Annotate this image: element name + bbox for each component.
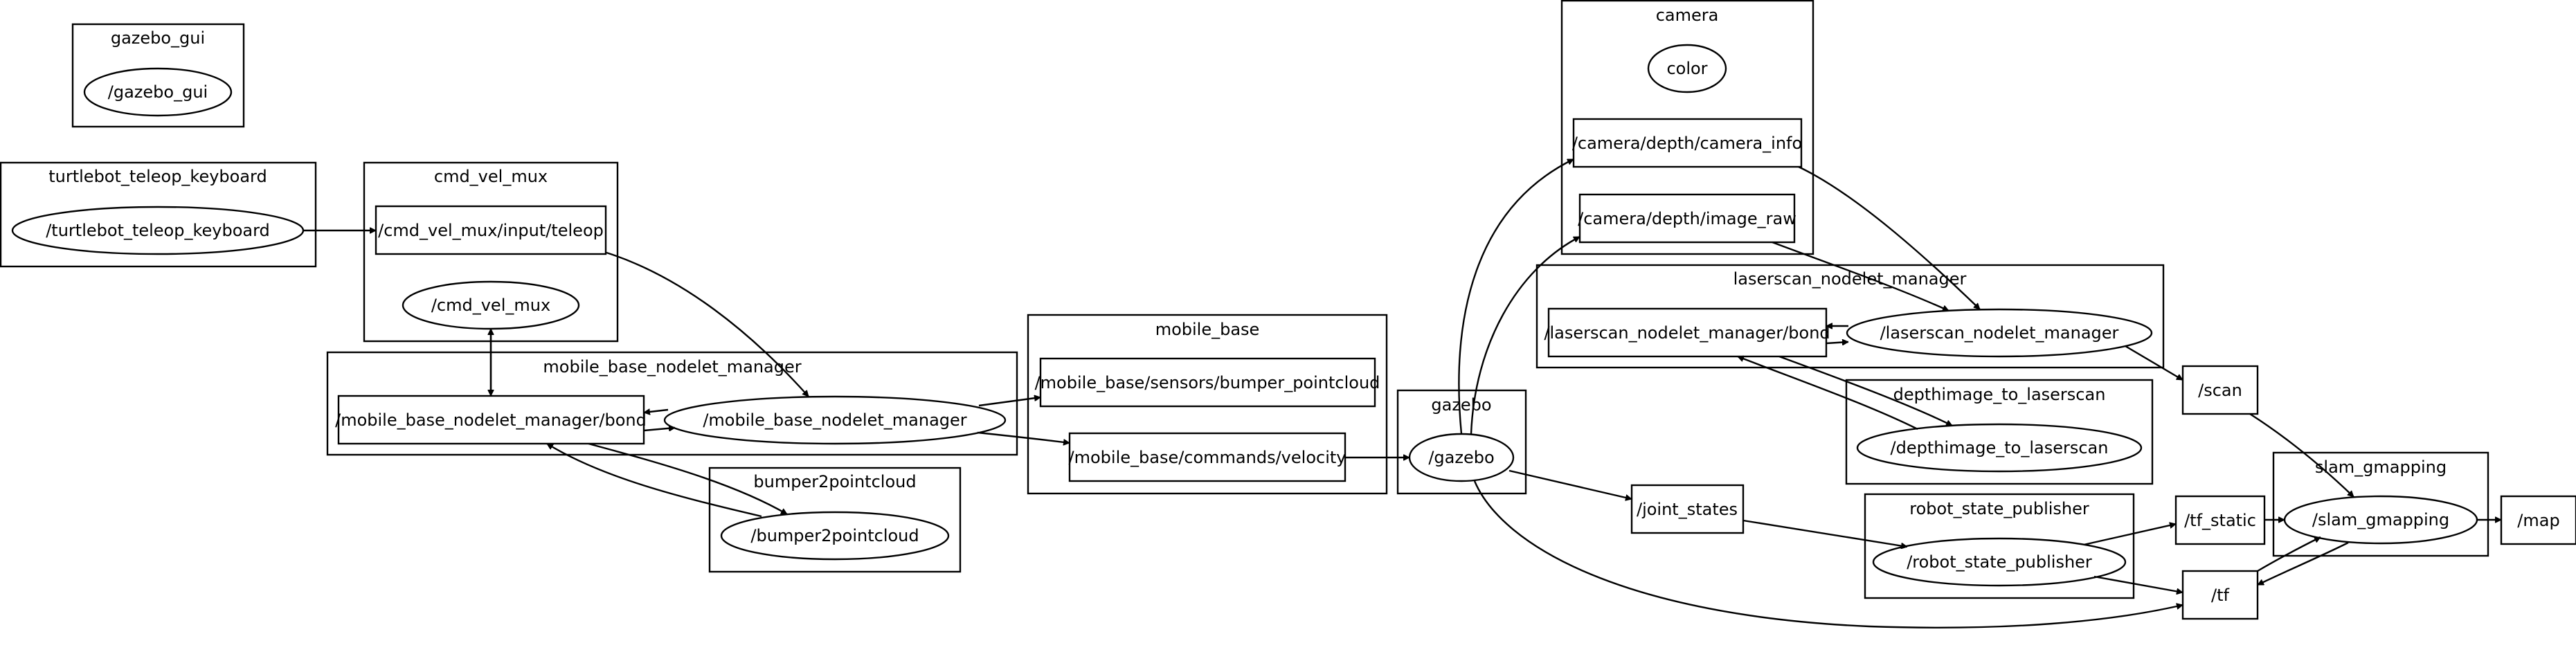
node-label-camera-color: color — [1666, 59, 1707, 78]
topic-label-tf-static: /tf_static — [2184, 511, 2256, 530]
topic-tf[interactable]: /tf — [2181, 570, 2259, 620]
node-label-turtlebot-teleop-keyboard: /turtlebot_teleop_keyboard — [46, 221, 270, 240]
topic-label-bumper-pointcloud: /mobile_base/sensors/bumper_pointcloud — [1035, 373, 1380, 392]
topic-label-mobile-base-nodelet-manager-bond: /mobile_base_nodelet_manager/bond — [335, 410, 647, 430]
cluster-slam-gmapping: slam_gmapping — [2272, 451, 2489, 557]
cluster-camera: camera — [1560, 0, 1814, 255]
edge-slam-gmapping-to-tf — [2258, 541, 2349, 586]
edge-scan-to-slam-gmapping — [2249, 413, 2354, 498]
node-label-depthimage-to-laserscan: /depthimage_to_laserscan — [1891, 438, 2109, 458]
edge-mobile-base-nodelet-manager-bond-to-bumper2pointcloud — [588, 442, 787, 516]
edge-mobile-base-nodelet-manager-to-bond — [644, 410, 669, 413]
node-label-cmd-vel-mux: /cmd_vel_mux — [431, 296, 550, 315]
topic-tf-static[interactable]: /tf_static — [2174, 495, 2266, 545]
node-label-gazebo: /gazebo — [1428, 448, 1494, 467]
topic-map[interactable]: /map — [2500, 495, 2576, 545]
topic-label-cmd-vel-mux-input-teleop: /cmd_vel_mux/input/teleop — [378, 221, 604, 240]
edge-laserscan-bond-to-depthimage-to-laserscan — [1778, 355, 1952, 427]
node-bumper2pointcloud[interactable]: /bumper2pointcloud — [720, 511, 950, 561]
topic-label-map: /map — [2517, 511, 2559, 530]
edge-gazebo-to-tf — [1473, 480, 2183, 629]
cluster-cmd-vel-mux: cmd_vel_mux — [363, 161, 619, 343]
cluster-label-laserscan-nodelet-manager: laserscan_nodelet_manager — [1733, 269, 1967, 289]
edge-tf-to-slam-gmapping — [2257, 536, 2321, 572]
node-label-laserscan-nodelet-manager: /laserscan_nodelet_manager — [1880, 323, 2119, 343]
edge-bumper2pointcloud-to-mobile-base-nodelet-manager-bond — [547, 442, 762, 518]
node-slam-gmapping[interactable]: /slam_gmapping — [2283, 495, 2478, 545]
topic-bumper-pointcloud[interactable]: /mobile_base/sensors/bumper_pointcloud — [1035, 357, 1380, 408]
topic-label-joint-states: /joint_states — [1637, 500, 1738, 519]
topic-camera-depth-camera-info[interactable]: /camera/depth/camera_info — [1572, 118, 1803, 168]
cluster-label-mobile-base-nodelet-manager: mobile_base_nodelet_manager — [543, 357, 801, 377]
edge-gazebo-to-joint-states — [1508, 469, 1632, 499]
cluster-label-camera: camera — [1656, 6, 1719, 25]
node-depthimage-to-laserscan[interactable]: /depthimage_to_laserscan — [1856, 423, 2143, 473]
edge-robot-state-publisher-to-tf — [2093, 575, 2183, 592]
edge-joint-states-to-robot-state-publisher — [1742, 519, 1907, 547]
edge-robot-state-publisher-to-tf-static — [2083, 524, 2176, 546]
node-robot-state-publisher[interactable]: /robot_state_publisher — [1872, 537, 2127, 587]
topic-label-scan: /scan — [2198, 381, 2242, 400]
edge-gazebo-to-image-raw — [1470, 235, 1580, 435]
topic-scan[interactable]: /scan — [2181, 365, 2259, 415]
cluster-label-slam-gmapping: slam_gmapping — [2315, 458, 2447, 477]
node-label-mobile-base-nodelet-manager: /mobile_base_nodelet_manager — [703, 410, 966, 430]
cluster-label-cmd-vel-mux: cmd_vel_mux — [434, 167, 548, 186]
edge-mobile-base-nodelet-manager-bond-to-mobile-base-nodelet-manager — [643, 428, 675, 431]
node-label-robot-state-publisher: /robot_state_publisher — [1907, 552, 2092, 572]
topic-label-tf: /tf — [2211, 586, 2229, 605]
edge-image-raw-to-laserscan-nodelet-manager — [1772, 241, 1949, 312]
cluster-label-robot-state-publisher: robot_state_publisher — [1909, 499, 2089, 518]
topic-camera-depth-image-raw[interactable]: /camera/depth/image_raw — [1578, 193, 1796, 244]
topic-commands-velocity[interactable]: /mobile_base/commands/velocity — [1069, 432, 1346, 482]
topic-laserscan-nodelet-manager-bond[interactable]: /laserscan_nodelet_manager/bond — [1544, 307, 1830, 358]
cluster-robot-state-publisher: robot_state_publisher — [1864, 493, 2135, 599]
cluster-label-turtlebot-teleop-keyboard: turtlebot_teleop_keyboard — [48, 167, 267, 186]
node-label-slam-gmapping: /slam_gmapping — [2312, 510, 2449, 529]
topic-joint-states[interactable]: /joint_states — [1630, 484, 1745, 534]
node-camera-color[interactable]: color — [1647, 44, 1727, 93]
cluster-mobile-base: mobile_base — [1027, 314, 1388, 495]
cluster-depthimage-to-laserscan: depthimage_to_laserscan — [1845, 379, 2154, 485]
node-laserscan-nodelet-manager[interactable]: /laserscan_nodelet_manager — [1846, 308, 2153, 358]
edge-depthimage-to-laserscan-to-laserscan-bond — [1738, 356, 1918, 431]
topic-label-laserscan-nodelet-manager-bond: /laserscan_nodelet_manager/bond — [1544, 323, 1830, 343]
edge-camera-info-to-laserscan-nodelet-manager — [1798, 165, 1981, 310]
cluster-label-mobile-base: mobile_base — [1155, 320, 1260, 339]
cluster-label-gazebo: gazebo — [1431, 395, 1491, 415]
cluster-gazebo: gazebo — [1396, 389, 1527, 495]
topic-mobile-base-nodelet-manager-bond[interactable]: /mobile_base_nodelet_manager/bond — [335, 395, 647, 445]
topic-cmd-vel-mux-input-teleop[interactable]: /cmd_vel_mux/input/teleop — [375, 205, 607, 255]
cluster-laserscan-nodelet-manager: laserscan_nodelet_manager — [1535, 264, 2165, 369]
edge-cmd-vel-mux-input-teleop-to-mobile-base-nodelet-manager — [606, 251, 809, 397]
node-label-bumper2pointcloud: /bumper2pointcloud — [750, 526, 919, 545]
node-mobile-base-nodelet-manager[interactable]: /mobile_base_nodelet_manager — [663, 395, 1007, 445]
edge-mobile-base-nodelet-manager-to-bumper-pointcloud — [978, 397, 1041, 407]
topic-label-camera-depth-camera-info: /camera/depth/camera_info — [1572, 134, 1802, 153]
topic-label-camera-depth-image-raw: /camera/depth/image_raw — [1578, 209, 1796, 228]
edge-laserscan-nodelet-manager-to-scan — [2125, 345, 2183, 381]
cluster-turtlebot-teleop-keyboard: turtlebot_teleop_keyboard — [0, 161, 317, 268]
node-cmd-vel-mux[interactable]: /cmd_vel_mux — [402, 280, 580, 330]
cluster-label-bumper2pointcloud: bumper2pointcloud — [753, 472, 916, 491]
edge-laserscan-bond-to-laserscan-nodelet-manager — [1826, 342, 1848, 343]
node-turtlebot-teleop-keyboard[interactable]: /turtlebot_teleop_keyboard — [11, 206, 305, 255]
edge-mobile-base-nodelet-manager-to-commands-velocity — [977, 431, 1070, 443]
cluster-bumper2pointcloud: bumper2pointcloud — [708, 467, 962, 573]
edge-gazebo-to-camera-info — [1458, 158, 1574, 435]
node-gazebo-gui[interactable]: /gazebo_gui — [83, 67, 233, 117]
cluster-label-gazebo-gui: gazebo_gui — [111, 28, 205, 48]
cluster-gazebo-gui: gazebo_gui — [71, 23, 245, 128]
topic-label-commands-velocity: /mobile_base/commands/velocity — [1069, 448, 1346, 467]
cluster-mobile-base-nodelet-manager: mobile_base_nodelet_manager — [326, 351, 1018, 456]
node-label-gazebo-gui: /gazebo_gui — [108, 82, 208, 102]
cluster-label-depthimage-to-laserscan: depthimage_to_laserscan — [1893, 385, 2106, 404]
node-gazebo[interactable]: /gazebo — [1408, 433, 1515, 482]
